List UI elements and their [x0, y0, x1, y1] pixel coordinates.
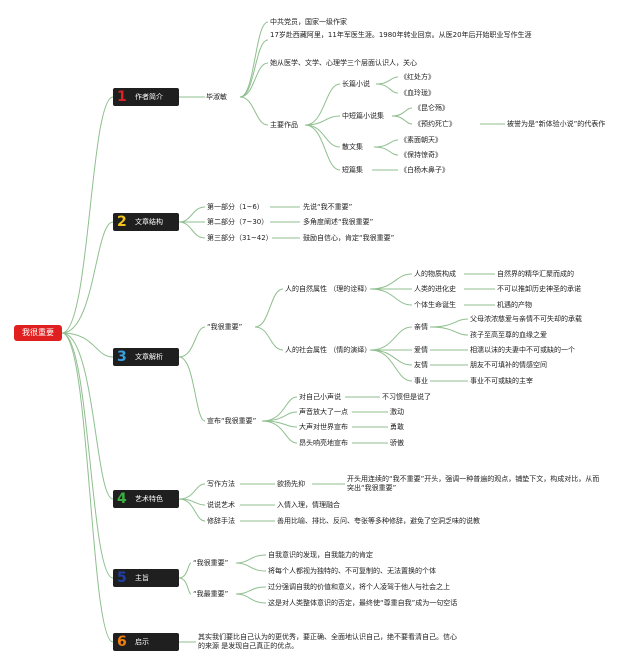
s4-label-1: 写作方法: [207, 480, 235, 488]
s3-b-1: 对自己小声说: [299, 393, 341, 401]
root-node: 我很重要: [14, 325, 62, 341]
section-5-label: 主旨: [135, 574, 149, 582]
s2-part-3: 第三部分（31~42）: [207, 234, 273, 242]
s1-fact-1: 中共党员，国家一级作家: [270, 18, 347, 26]
section-5-number: 5: [117, 570, 127, 586]
s1-mid-2: 《预约死亡》: [414, 120, 456, 128]
s1-fact-2: 17岁赴西藏阿里，11年军医生涯。1980年转业回京。从医20年后开始职业写作生…: [270, 31, 532, 39]
section-1-label: 作者简介: [135, 93, 163, 101]
s4-label-3-desc: 善用比喻、排比、反问、夸张等多种修辞，避免了空洞乏味的说教: [277, 517, 480, 525]
s1-short-1: 《白杨木鼻子》: [400, 166, 449, 174]
s3-b-4: 昂头响亮地宣布: [299, 439, 348, 447]
s3-qin-1: 父母浓浓慈爱与亲情不可失却的承载: [470, 315, 582, 323]
s2-desc-2: 多角度阐述“我很重要”: [303, 218, 374, 226]
s3-b-2: 声音放大了一点: [299, 408, 348, 416]
s4-label-1-a: 欲扬先抑: [277, 480, 305, 488]
s3-b-3-desc: 勇敢: [390, 423, 404, 431]
s3-nat-1-desc: 自然界的精华汇聚而成的: [497, 270, 574, 278]
s2-desc-3: 鼓励自信心，肯定“我很重要”: [303, 234, 395, 242]
s1-mid-2-note: 被誉为是“新体验小说”的代表作: [507, 120, 606, 128]
s4-label-2: 说说艺术: [207, 501, 235, 509]
section-4-label: 艺术特色: [135, 495, 163, 503]
section-2-label: 文章结构: [135, 218, 163, 226]
s3-branch-a: “我很重要”: [207, 323, 243, 331]
s2-part-2: 第二部分（7~30）: [207, 218, 269, 226]
s3-qin: 亲情: [414, 323, 428, 331]
s3-social: 人的社会属性 （情的演绎）: [285, 346, 372, 354]
s3-you-desc: 朋友不可填补的情感空间: [470, 361, 547, 369]
s1-prose-1: 《素面朝天》: [400, 136, 442, 144]
s3-b-1-desc: 不习惯但是说了: [382, 393, 431, 401]
s3-natural: 人的自然属性 （理的诠释）: [285, 285, 372, 293]
s1-prose-2: 《保持惊奇》: [400, 151, 442, 159]
section-3-number: 3: [117, 349, 127, 365]
s1-long: 长篇小说: [342, 80, 370, 88]
s1-short: 短篇集: [342, 166, 363, 174]
s5-b-1: 过分强调自我的价值和意义，将个人凌驾于他人与社会之上: [268, 583, 450, 591]
section-1-node: 1 作者简介: [113, 88, 179, 106]
section-6-node: 6 启示: [113, 633, 179, 651]
section-2-number: 2: [117, 214, 127, 230]
s3-nat-3: 个体生命诞生: [414, 301, 456, 309]
section-6-label: 启示: [135, 638, 149, 646]
s1-mid-1: 《昆仑殇》: [414, 104, 449, 112]
s3-branch-b: 宣布“我很重要”: [207, 417, 257, 425]
s4-label-2-desc: 入情入理，情理融合: [277, 501, 340, 509]
section-4-number: 4: [117, 491, 127, 507]
s3-nat-1: 人的物质构成: [414, 270, 456, 278]
s3-nat-2: 人类的进化史: [414, 285, 456, 293]
section-1-number: 1: [117, 89, 127, 105]
s3-ye-desc: 事业不可或缺的主宰: [470, 377, 533, 385]
s5-b-2: 这是对人类整体意识的否定，最终使“尊重自我”成为一句空话: [268, 599, 458, 607]
s3-b-2-desc: 激动: [390, 408, 404, 416]
s3-ai-desc: 相濡以沫的夫妻中不可或缺的一个: [470, 346, 575, 354]
s3-ai: 爱情: [414, 346, 428, 354]
s5-branch-a: “我很重要”: [193, 559, 229, 567]
section-5-node: 5 主旨: [113, 569, 179, 587]
s1-long-1: 《红处方》: [400, 73, 435, 81]
s3-ye: 事业: [414, 377, 428, 385]
section-3-node: 3 文章解析: [113, 348, 179, 366]
s4-label-1-desc: 开头用连续的“我不重要”开头，强调一种普遍的观点，铺垫下文，构成对比，从而突出“…: [347, 475, 600, 492]
s3-b-4-desc: 骄傲: [390, 439, 404, 447]
s2-part-1: 第一部分（1~6）: [207, 203, 264, 211]
s2-desc-1: 先说“我不重要”: [303, 203, 353, 211]
section-2-node: 2 文章结构: [113, 213, 179, 231]
s3-b-3: 大声对世界宣布: [299, 423, 348, 431]
s3-nat-3-desc: 机遇的产物: [497, 301, 532, 309]
s1-mid: 中短篇小说集: [342, 112, 384, 120]
s5-a-1: 自我意识的发现，自我能力的肯定: [268, 551, 373, 559]
s1-long-2: 《血玲珑》: [400, 89, 435, 97]
s1-author: 毕淑敏: [206, 93, 227, 101]
s3-nat-2-desc: 不可以推卸历史神圣的承诺: [497, 285, 581, 293]
s1-fact-3: 她从医学、文学、心理学三个层面认识人，关心: [270, 59, 417, 67]
s1-works: 主要作品: [270, 121, 298, 129]
s6-text: 其实我们要比自己认为的更优秀，要正确、全面地认识自己，绝不要看清自己。信心的来源…: [198, 633, 457, 650]
s3-qin-2: 孩子至高至尊的血缘之爱: [470, 331, 547, 339]
s5-branch-b: “我最重要”: [193, 590, 229, 598]
s1-prose: 散文集: [342, 143, 363, 151]
s3-you: 友情: [414, 361, 428, 369]
section-3-label: 文章解析: [135, 353, 163, 361]
s4-label-3: 修辞手法: [207, 517, 235, 525]
section-6-number: 6: [117, 634, 127, 650]
s5-a-2: 将每个人都视为独特的、不可复制的、无法置换的个体: [268, 567, 436, 575]
section-4-node: 4 艺术特色: [113, 490, 179, 508]
